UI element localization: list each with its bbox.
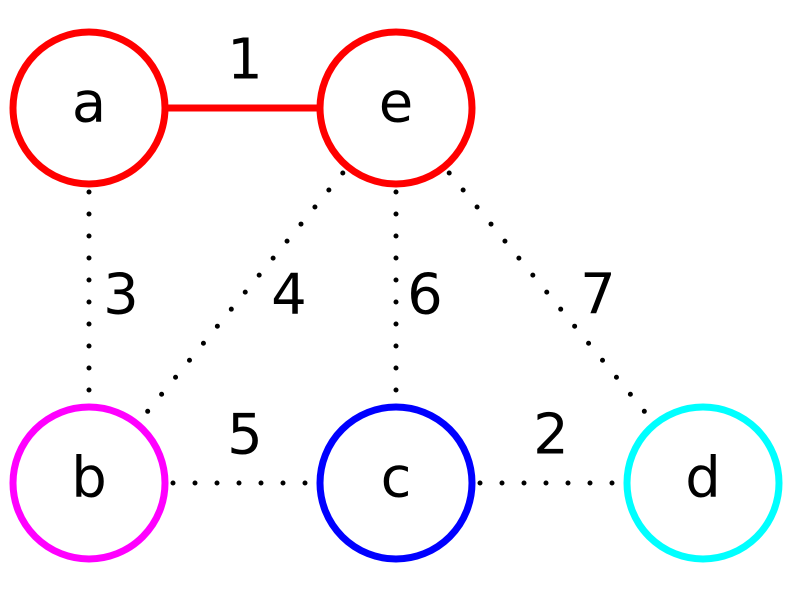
edge-weight-e-d: 7: [580, 263, 616, 328]
edge-weight-e-c: 6: [407, 263, 443, 328]
edge-weight-c-d: 2: [533, 403, 569, 468]
node-label-e: e: [379, 71, 413, 136]
edge-weight-a-e: 1: [227, 28, 263, 93]
edge-e-d: [446, 170, 653, 421]
node-d: [623, 403, 783, 563]
nodes-layer: a e b c d: [9, 28, 783, 563]
node-c: [316, 403, 476, 563]
node-label-b: b: [71, 446, 107, 511]
node-e: [316, 28, 476, 188]
edge-e-b: [139, 170, 346, 421]
edge-labels-layer: 1 3 4 6 7 5 2: [103, 28, 616, 468]
edges-layer: [86, 104, 653, 486]
node-a: [9, 28, 169, 188]
edge-weight-a-b: 3: [103, 263, 139, 328]
edge-weight-b-c: 5: [227, 403, 263, 468]
edge-weight-e-b: 4: [271, 263, 307, 328]
node-label-d: d: [685, 446, 721, 511]
node-b: [9, 403, 169, 563]
node-label-c: c: [381, 446, 412, 511]
node-label-a: a: [72, 71, 106, 136]
